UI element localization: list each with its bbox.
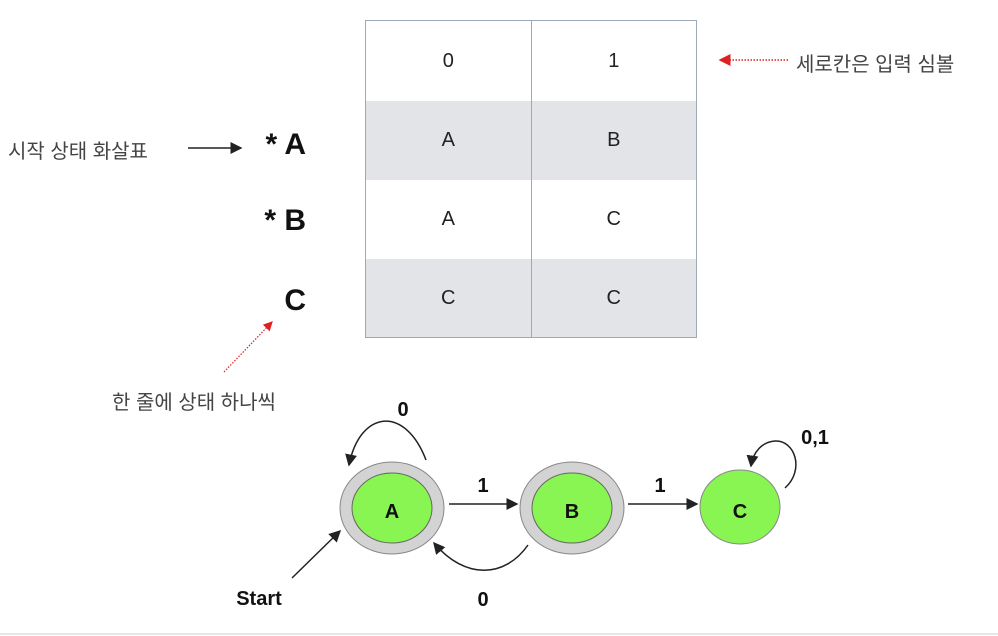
table-row: A C [366, 180, 696, 259]
table-cell: C [606, 208, 621, 230]
start-arrow [291, 529, 342, 579]
transition-label: 0 [397, 399, 408, 421]
row-label-b: * B [264, 204, 306, 237]
start-arrow-note: 시작 상태 화살표 [8, 141, 148, 163]
table-row: C C [366, 259, 696, 337]
transition-label: 1 [477, 475, 488, 497]
rows-note-arrow [223, 321, 273, 373]
table-cell: B [607, 129, 621, 151]
columns-note: 세로칸은 입력 심볼 [796, 54, 955, 76]
table-cell: A [366, 101, 532, 180]
header-cell: 0 [366, 21, 532, 101]
transition-label: 0 [477, 589, 488, 611]
header-cell: 1 [608, 49, 620, 72]
transition-c-c [746, 440, 797, 489]
table-cell: C [366, 259, 532, 337]
table-cell: C [606, 286, 621, 309]
table-cell: A [366, 180, 532, 259]
state-c-label: C [733, 501, 747, 523]
transition-label: 1 [654, 475, 665, 497]
state-b-label: B [565, 501, 579, 523]
state-a: A [339, 461, 445, 555]
row-label-c: C [284, 284, 306, 317]
transition-b-a [433, 541, 529, 571]
state-c: C [699, 469, 781, 545]
transition-label: 0,1 [801, 427, 829, 449]
rows-note: 한 줄에 상태 하나씩 [112, 392, 276, 414]
state-b: B [519, 461, 625, 555]
start-label: Start [236, 588, 282, 610]
table-row: A B [366, 101, 696, 180]
state-a-label: A [385, 501, 399, 523]
row-label-a: * A [265, 128, 306, 161]
transition-a-a [345, 420, 427, 467]
transition-table: 0 1 A B A C C C [365, 20, 697, 338]
